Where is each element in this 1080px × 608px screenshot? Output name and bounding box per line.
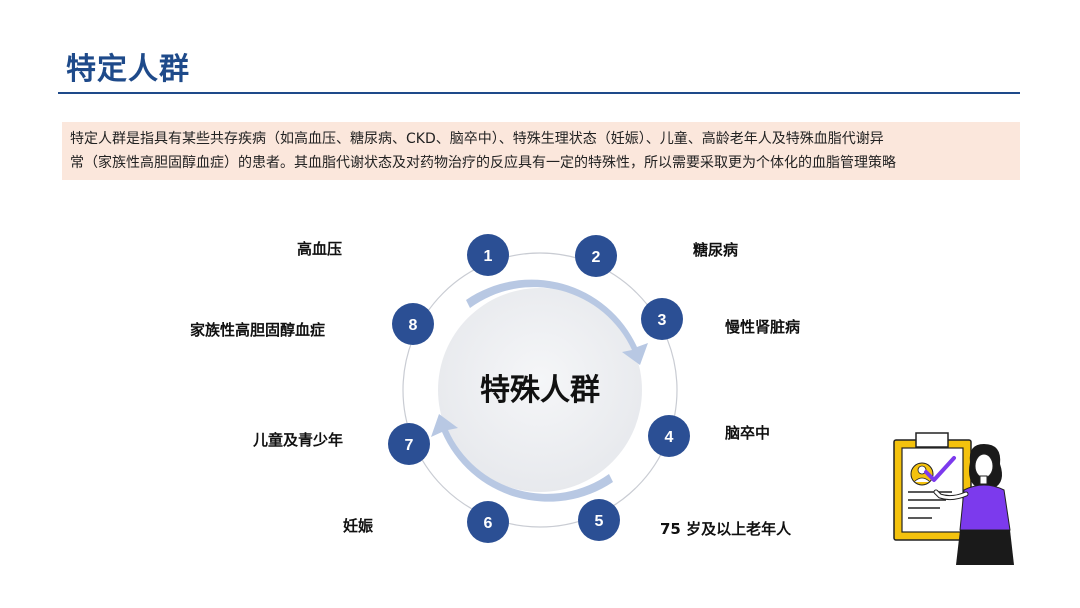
node-8-label: 家族性高胆固醇血症: [190, 321, 326, 339]
node-1-label: 高血压: [297, 240, 343, 258]
node-2: 2: [575, 235, 617, 277]
node-4-circle: [648, 415, 690, 457]
page-title: 特定人群: [66, 52, 190, 87]
node-1-number: 1: [484, 248, 493, 265]
center-disc: [438, 288, 642, 492]
node-2-label: 糖尿病: [693, 241, 739, 259]
intro-line-2: 常（家族性高胆固醇血症）的患者。其血脂代谢状态及对药物治疗的反应具有一定的特殊性…: [70, 155, 896, 171]
node-6-number: 6: [484, 515, 493, 532]
woman-figure: [933, 444, 1014, 565]
node-1: 1: [467, 234, 509, 276]
arrow-top-right: [466, 279, 648, 365]
outer-ring: [402, 252, 678, 528]
arrow-bottom-left: [431, 414, 613, 502]
node-5-circle: [578, 499, 620, 541]
checkmark-icon: [924, 456, 956, 482]
node-8: 8: [392, 303, 434, 345]
intro-paragraph: 特定人群是指具有某些共存疾病（如高血压、糖尿病、CKD、脑卒中）、特殊生理状态（…: [62, 122, 1020, 180]
node-5-number: 5: [595, 513, 604, 530]
node-1-circle: [467, 234, 509, 276]
node-2-circle: [575, 235, 617, 277]
node-4: 4: [648, 415, 690, 457]
node-7-label: 儿童及青少年: [253, 431, 344, 449]
node-7-number: 7: [405, 437, 414, 454]
node-7: 7: [388, 423, 430, 465]
node-3-label: 慢性肾脏病: [725, 318, 801, 336]
node-5: 5: [578, 499, 620, 541]
title-divider: [58, 92, 1020, 94]
center-label: 特殊人群: [480, 373, 600, 408]
clipboard-icon: [893, 432, 972, 541]
node-5-label: 75 岁及以上老年人: [660, 520, 792, 538]
node-8-circle: [392, 303, 434, 345]
node-6-label: 妊娠: [343, 517, 374, 535]
node-4-number: 4: [665, 429, 674, 446]
woman-with-checklist-illustration: [893, 432, 1014, 565]
intro-line-1: 特定人群是指具有某些共存疾病（如高血压、糖尿病、CKD、脑卒中）、特殊生理状态（…: [70, 131, 884, 147]
node-6: 6: [467, 501, 509, 543]
node-4-label: 脑卒中: [725, 424, 771, 442]
node-3-circle: [641, 298, 683, 340]
node-2-number: 2: [592, 249, 601, 266]
node-6-circle: [467, 501, 509, 543]
node-8-number: 8: [409, 317, 418, 334]
node-3: 3: [641, 298, 683, 340]
node-3-number: 3: [658, 312, 667, 329]
node-7-circle: [388, 423, 430, 465]
